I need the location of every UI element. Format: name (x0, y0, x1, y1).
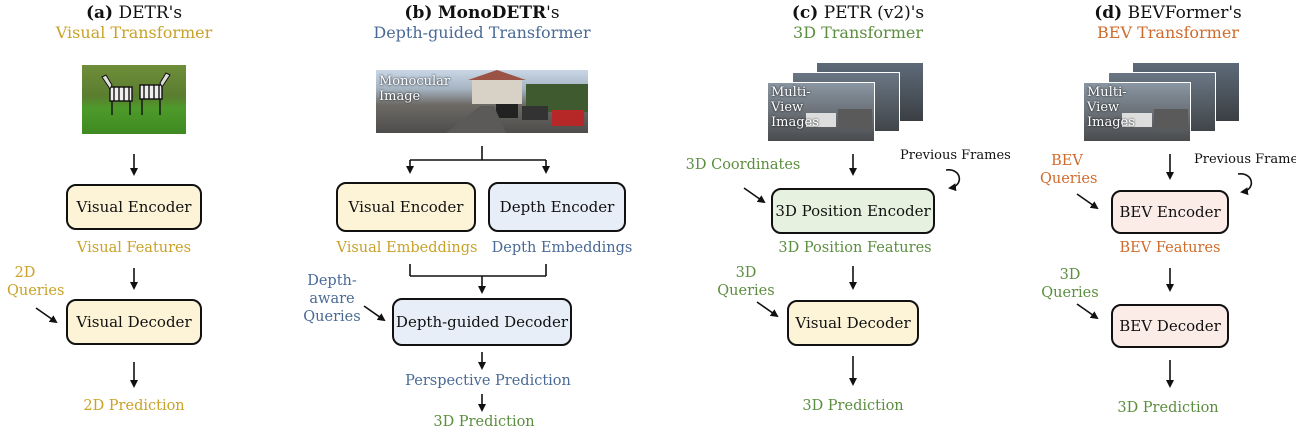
previous-frames-label-d: Previous Frames (1194, 152, 1296, 167)
3d-queries-label-c: 3D Queries (717, 265, 775, 299)
panel-c-subtitle: 3D Transformer (793, 23, 923, 42)
visual-decoder-box-c: Visual Decoder (787, 300, 919, 346)
previous-frames-label-c: Previous Frames (900, 148, 1011, 163)
panel-a-subtitle: Visual Transformer (55, 23, 213, 42)
depth-encoder-box: Depth Encoder (488, 182, 626, 232)
depth-guided-decoder-box: Depth-guided Decoder (392, 298, 572, 346)
3d-prediction-label-d: 3D Prediction (1117, 400, 1219, 416)
panel-a-title: (a) DETR's (86, 3, 182, 23)
bev-decoder-box: BEV Decoder (1111, 304, 1229, 348)
perspective-prediction-label: Perspective Prediction (405, 373, 571, 389)
panel-b-subtitle: Depth-guided Transformer (373, 23, 591, 42)
visual-encoder-box: Visual Encoder (66, 184, 202, 230)
panel-d-tag: (d) (1094, 3, 1123, 23)
monocular-image-label: Monocular Image (379, 74, 451, 104)
panel-c-tag: (c) (791, 3, 819, 23)
zebra-image (82, 65, 186, 134)
panel-b-title: (b) MonoDETR's (404, 3, 559, 23)
visual-features-label: Visual Features (76, 240, 192, 256)
visual-embeddings-label: Visual Embeddings (336, 240, 478, 256)
multi-view-label-c: Multi-View Images (771, 85, 819, 130)
3d-prediction-label-b: 3D Prediction (433, 414, 535, 430)
depth-embeddings-label: Depth Embeddings (491, 240, 633, 256)
visual-decoder-box: Visual Decoder (66, 299, 202, 345)
3d-position-encoder-box: 3D Position Encoder (771, 188, 935, 234)
panel-d-name: BEVFormer's (1127, 3, 1242, 23)
bev-queries-label: BEV Queries (1040, 153, 1098, 187)
depth-visual-encoder-box: Visual Encoder (336, 182, 476, 232)
bev-encoder-box: BEV Encoder (1111, 190, 1229, 234)
panel-b-name: MonoDETR (437, 3, 547, 23)
panel-c-title: (c) PETR (v2)'s (792, 3, 924, 23)
panel-b-tag: (b) (404, 3, 433, 23)
2d-prediction-label: 2D Prediction (83, 398, 185, 414)
depth-aware-queries-label: Depth-aware Queries (303, 273, 361, 325)
panel-a-tag: (a) (85, 3, 114, 23)
multi-view-label-d: Multi-View Images (1087, 85, 1135, 130)
bev-features-label: BEV Features (1119, 240, 1221, 256)
3d-position-features-label: 3D Position Features (778, 240, 932, 256)
panel-a-name: DETR's (118, 3, 183, 23)
panel-d-title: (d) BEVFormer's (1094, 3, 1242, 23)
3d-coordinates-label: 3D Coordinates (685, 157, 801, 173)
panel-d-subtitle: BEV Transformer (1097, 23, 1239, 42)
2d-queries-label: 2D Queries (7, 265, 65, 299)
3d-queries-label-d: 3D Queries (1041, 267, 1099, 301)
panel-c-name: PETR (v2)'s (823, 3, 925, 23)
3d-prediction-label-c: 3D Prediction (802, 398, 904, 414)
panel-b-name-suffix: 's (546, 3, 560, 23)
monocular-image: Monocular Image (376, 70, 588, 133)
